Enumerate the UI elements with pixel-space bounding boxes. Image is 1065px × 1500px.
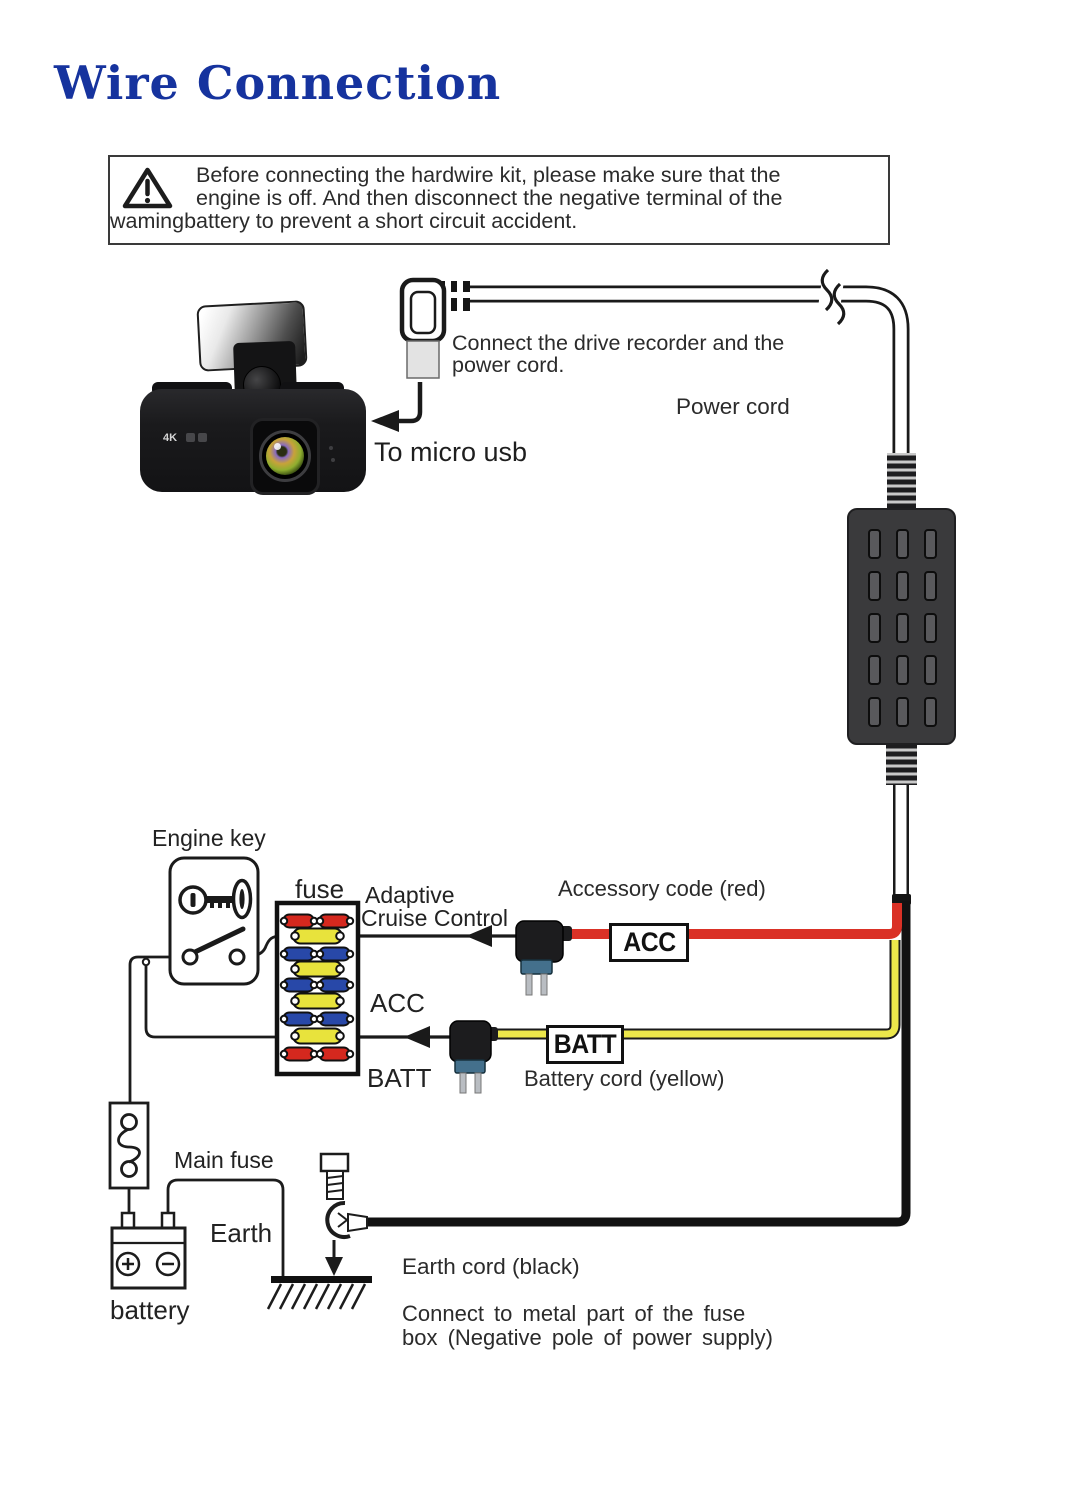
- fuse-box: [274, 900, 361, 1077]
- warning-line-1: Before connecting the hardwire kit, plea…: [196, 163, 781, 187]
- power-cord-label: Power cord: [676, 394, 790, 419]
- acc-tag-text: ACC: [622, 927, 676, 957]
- cam-chip-1: [186, 433, 195, 442]
- acc-fuse-tap: [515, 920, 572, 996]
- batt-tag: BATT: [546, 1025, 624, 1064]
- cam-lens-ring: [259, 430, 311, 482]
- earth-label: Earth: [210, 1218, 273, 1248]
- warning-box: [108, 155, 890, 245]
- battery-cord-label: Battery cord (yellow): [524, 1066, 725, 1091]
- usb-note-line-2: power cord.: [452, 353, 565, 377]
- accessory-wire-red: [565, 903, 902, 939]
- cam-lens-glint: [274, 443, 281, 450]
- warning-line-2: engine is off. And then disconnect the n…: [196, 186, 783, 210]
- switch-symbol: [181, 926, 246, 966]
- cam-chip-2: [198, 433, 207, 442]
- dash-cam-image: 4K: [138, 296, 370, 498]
- cam-mic-dot-1: [329, 446, 333, 450]
- accessory-code-label: Accessory code (red): [558, 876, 766, 901]
- cam-lens: [250, 418, 320, 495]
- adaptive-cruise-label-2: Cruise Control: [361, 905, 508, 931]
- main-fuse-symbol: [108, 1101, 150, 1213]
- warning-line-3: wamingbattery to prevent a short circuit…: [110, 209, 578, 233]
- warning-triangle-icon: [122, 167, 173, 209]
- usb-note-line-1: Connect the drive recorder and the: [452, 331, 785, 355]
- acc-tag: ACC: [609, 923, 689, 962]
- adaptive-cruise-label-1: Adaptive: [365, 882, 455, 908]
- earth-cord-label: Earth cord (black): [402, 1254, 580, 1279]
- micro-usb-connector: [399, 277, 470, 379]
- batt-side-label: BATT: [367, 1063, 432, 1093]
- to-micro-usb-label: To micro usb: [374, 437, 528, 467]
- battery-ground-wire: [166, 1178, 285, 1277]
- batt-fuse-tap: [449, 1020, 498, 1094]
- acc-side-label: ACC: [370, 988, 425, 1018]
- ground-symbol: [266, 1276, 372, 1310]
- page-title: Wire Connection: [54, 56, 502, 110]
- fuse-label: fuse: [295, 874, 345, 904]
- earth-wire-black: [364, 901, 911, 1227]
- to-micro-usb-arrow: [371, 382, 423, 432]
- cam-lens-iris: [266, 437, 304, 475]
- battery-symbol: [110, 1211, 187, 1290]
- battery-wire-yellow: [494, 940, 901, 1040]
- cam-4k-badge: 4K: [163, 432, 178, 444]
- cord-break-icon: [817, 268, 846, 326]
- engine-key-box: [168, 856, 260, 986]
- box-vent-slots: [868, 529, 937, 727]
- screw-ring-terminal: [319, 1152, 368, 1276]
- key-icon: [178, 885, 232, 915]
- acc-tap-line: [341, 925, 518, 947]
- keyhole-icon: [231, 878, 253, 920]
- connect-note-line-1: Connect to metal part of the fuse: [402, 1301, 746, 1326]
- main-fuse-label: Main fuse: [174, 1147, 274, 1173]
- cam-mic-dot-2: [331, 458, 335, 462]
- connect-note-line-2: box (Negative pole of power supply): [402, 1325, 773, 1350]
- power-cord-line: [468, 268, 910, 458]
- engine-key-label: Engine key: [152, 825, 266, 851]
- hardwire-kit-box: [847, 453, 956, 905]
- battery-label: battery: [110, 1295, 190, 1325]
- batt-tag-text: BATT: [553, 1029, 617, 1059]
